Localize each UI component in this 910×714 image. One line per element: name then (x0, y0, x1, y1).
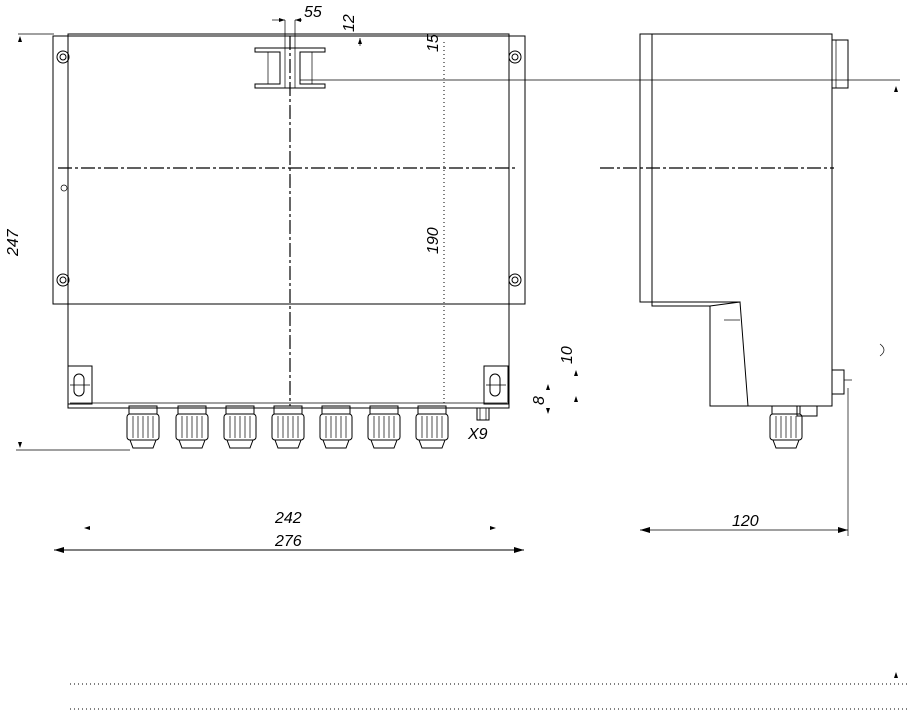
dim-outer-width: 276 (274, 533, 302, 550)
side-connector (831, 369, 845, 395)
cable-gland-7 (415, 405, 449, 449)
mounting-plate (52, 35, 526, 305)
mounting-hole-top-left (56, 50, 70, 64)
mounting-slot-right (483, 365, 509, 405)
dim-top-margin: 15 (425, 34, 442, 52)
dim-small-10: 10 (559, 346, 576, 364)
front-dimensions: 55 12 15 190 247 242 276 10 8 (5, 4, 578, 553)
cable-gland-4 (271, 405, 305, 449)
mounting-hole-bottom-right (508, 273, 522, 287)
side-connector-bottom (796, 405, 818, 417)
mounting-hole-top-right (508, 50, 522, 64)
cable-gland-3 (223, 405, 257, 449)
side-dimensions: 120 (640, 388, 849, 536)
dim-height: 247 (5, 228, 22, 257)
arc-mark (879, 343, 885, 357)
side-bracket (831, 39, 849, 89)
mounting-hole-bottom-left (56, 273, 70, 287)
cable-gland-6 (367, 405, 401, 449)
cable-gland-2 (175, 405, 209, 449)
side-lid-slope (709, 301, 749, 407)
enclosure-body (67, 33, 510, 409)
cable-gland-1 (126, 405, 160, 449)
side-cable-gland (769, 405, 803, 449)
dim-inner-width: 242 (274, 510, 302, 527)
x9-connector (476, 407, 490, 421)
dim-bracket-width: 55 (304, 4, 322, 21)
dim-small-8: 8 (531, 396, 548, 405)
dim-top-offset: 12 (341, 14, 358, 32)
side-view (600, 33, 852, 449)
cable-gland-5 (319, 405, 353, 449)
hanging-bracket (254, 20, 326, 89)
front-view: X9 (52, 20, 526, 449)
connector-label: X9 (467, 426, 488, 443)
side-body (639, 33, 833, 407)
cable-gland-side (769, 405, 803, 449)
dim-depth: 120 (732, 513, 759, 530)
dim-inner-height: 190 (425, 227, 442, 254)
cable-glands (126, 405, 449, 449)
mounting-slot-left (67, 365, 93, 405)
